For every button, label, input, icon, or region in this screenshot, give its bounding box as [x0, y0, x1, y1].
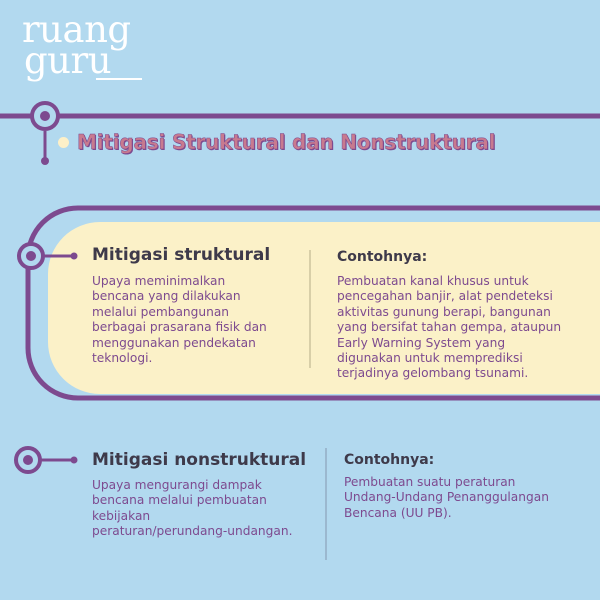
structural-description-line: teknologi.	[92, 351, 153, 366]
nonstructural-example-heading: Contohnya:	[344, 452, 435, 468]
structural-card	[48, 222, 600, 394]
nonstructural-heading: Mitigasi nonstruktural	[92, 450, 307, 470]
structural-example-line: Early Warning System yang	[337, 335, 506, 350]
logo-line-1: ruang	[22, 8, 131, 51]
logo-line-2: guru	[24, 39, 112, 82]
page-title: Mitigasi Struktural dan Nonstruktural	[77, 130, 496, 155]
ruangguru-logo: ruang guru	[22, 8, 131, 82]
structural-description: Upaya meminimalkan bencana yang dilakuka…	[92, 274, 267, 366]
structural-description-line: bencana yang dilakukan	[92, 289, 241, 304]
structural-example-heading: Contohnya:	[337, 249, 428, 265]
structural-outline	[25, 205, 600, 401]
nonstructural-example-line: Undang-Undang Penanggulangan	[344, 490, 549, 505]
nonstructural-description-line: Upaya mengurangi dampak	[92, 478, 262, 492]
logo-underline	[96, 78, 142, 80]
structural-example-line: Pembuatan kanal khusus untuk	[337, 274, 529, 288]
structural-description-line: melalui pembangunan	[92, 304, 230, 319]
structural-description-line: menggunakan pendekatan	[92, 335, 256, 350]
nonstructural-description-line: peraturan/perundang-undangan.	[92, 524, 293, 539]
nonstructural-description: Upaya mengurangi dampak bencana melalui …	[92, 478, 292, 540]
structural-heading: Mitigasi struktural	[92, 245, 271, 265]
structural-description-line: berbagai prasarana fisik dan	[92, 320, 267, 335]
structural-description-line: Upaya meminimalkan	[92, 274, 226, 288]
structural-example-line: digunakan untuk memprediksi	[337, 351, 523, 366]
title-bullet-icon	[58, 136, 69, 148]
structural-example-line: yang bersifat tahan gempa, ataupun	[337, 320, 562, 335]
nonstructural-description-line: kebijakan	[92, 508, 151, 523]
nonstructural-description-line: bencana melalui pembuatan	[92, 493, 267, 508]
structural-example-line: pencegahan banjir, alat pendeteksi	[337, 289, 553, 304]
structural-example: Pembuatan kanal khusus untuk pencegahan …	[337, 274, 561, 382]
nonstructural-example: Pembuatan suatu peraturan Undang-Undang …	[344, 475, 549, 521]
structural-example-line: terjadinya gelombang tsunami.	[337, 366, 529, 381]
structural-example-line: aktivitas gunung berapi, bangunan	[337, 304, 551, 319]
title-row: Mitigasi Struktural dan Nonstruktural	[58, 130, 496, 155]
nonstructural-example-line: Pembuatan suatu peraturan	[344, 475, 516, 489]
nonstructural-example-line: Bencana (UU PB).	[344, 505, 452, 520]
